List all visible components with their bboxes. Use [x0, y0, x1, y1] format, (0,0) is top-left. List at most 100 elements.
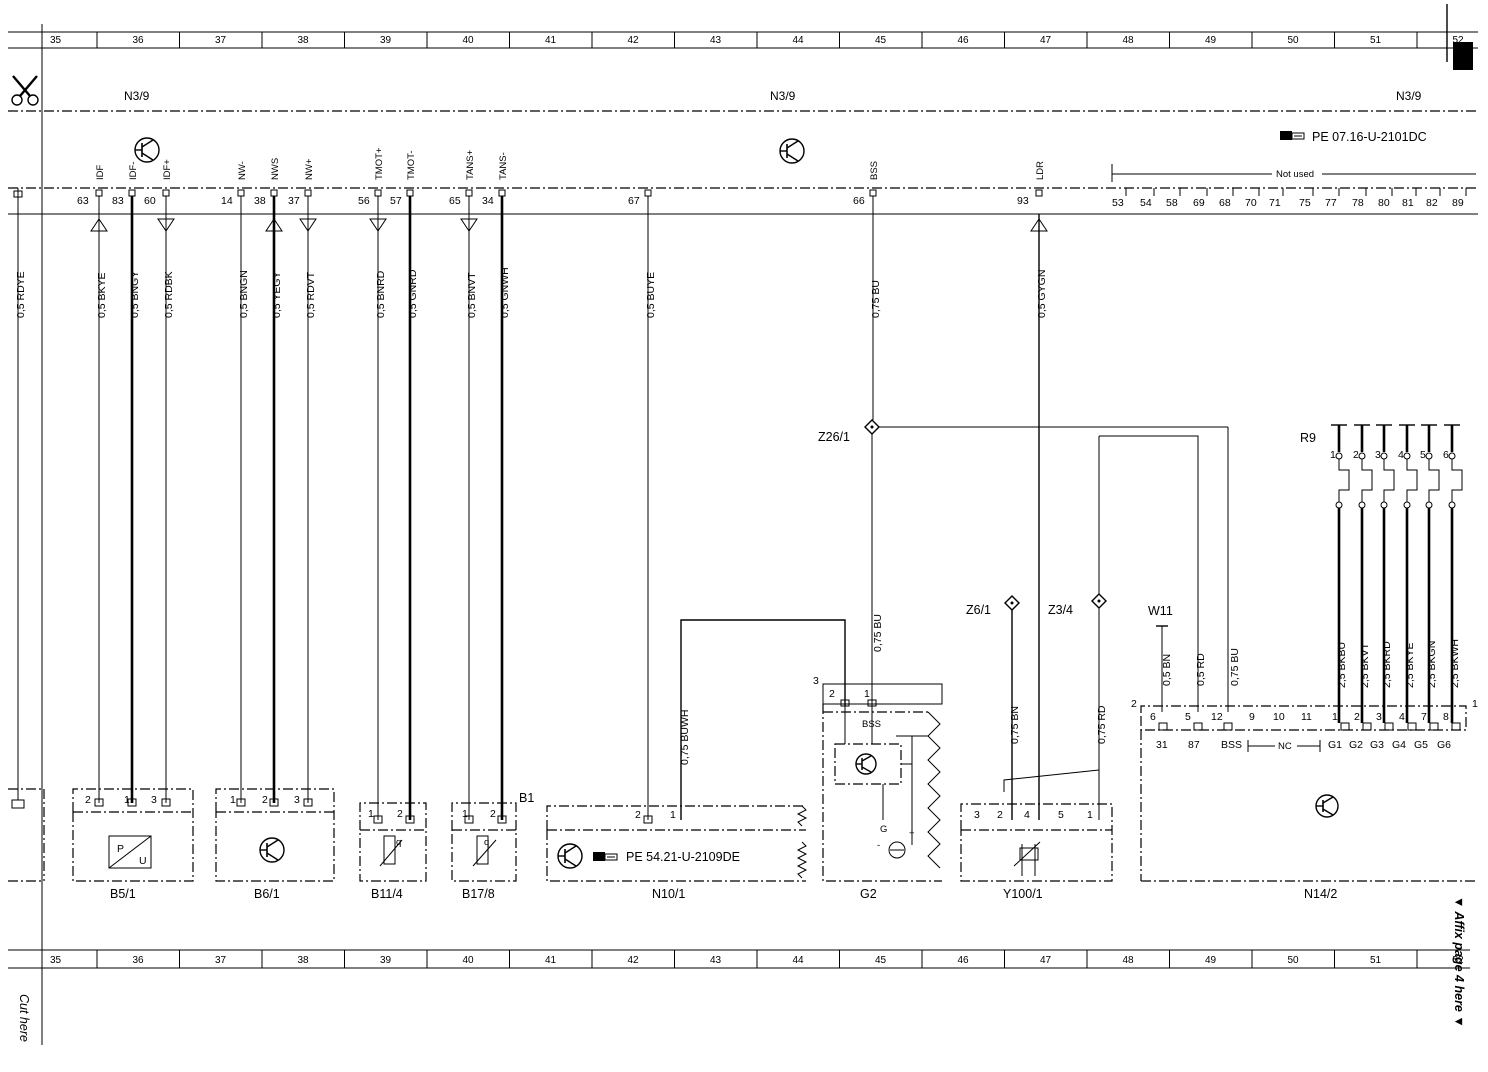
svg-text:NWS: NWS — [270, 158, 281, 180]
n14-pin-label: 12 — [1211, 711, 1223, 723]
svg-text:-: - — [877, 840, 880, 851]
grid-column-label: 43 — [710, 35, 722, 46]
svg-text:2,5 BKVT: 2,5 BKVT — [1359, 642, 1371, 688]
svg-text:0,5 BNRD: 0,5 BNRD — [375, 270, 387, 318]
svg-text:93: 93 — [1017, 195, 1029, 207]
svg-text:0,75 BU: 0,75 BU — [1229, 648, 1241, 686]
svg-text:0,75 BN: 0,75 BN — [1009, 706, 1021, 744]
svg-text:2: 2 — [397, 808, 403, 820]
grid-column-label: 50 — [1288, 955, 1300, 966]
svg-text:NC: NC — [1278, 741, 1292, 752]
grid-column-label: 51 — [1370, 955, 1382, 966]
unused-pin-label: 81 — [1402, 197, 1414, 209]
svg-text:5: 5 — [1420, 449, 1426, 461]
svg-text:1: 1 — [1087, 809, 1093, 821]
svg-text:IDF: IDF — [95, 165, 106, 181]
svg-text:IDF+: IDF+ — [162, 159, 173, 180]
svg-text:Not used: Not used — [1276, 169, 1314, 180]
svg-text:2: 2 — [829, 688, 835, 700]
splice-z3-4: Z3/4 — [1048, 593, 1107, 617]
grid-column-label: 36 — [133, 35, 145, 46]
grid-column-label: 38 — [298, 35, 310, 46]
n14-function-label: G4 — [1392, 739, 1406, 751]
n14-function-label: G2 — [1349, 739, 1363, 751]
svg-text:56: 56 — [358, 195, 370, 207]
connector-pin: TMOT-570,5 GNRD — [390, 150, 419, 824]
n14-pin-label: 4 — [1399, 711, 1405, 723]
grid-column-label: 39 — [380, 35, 392, 46]
grid-column-label: 44 — [793, 35, 805, 46]
n14-function-label: G5 — [1414, 739, 1428, 751]
grid-column-label: 47 — [1040, 35, 1052, 46]
grid-column-label: 51 — [1370, 35, 1382, 46]
component-b11-4: 1 2 q B11/4 — [359, 802, 427, 901]
unused-pin-label: 82 — [1426, 197, 1438, 209]
svg-text:0,5 BN: 0,5 BN — [1161, 654, 1173, 686]
grid-column-label: 37 — [215, 955, 227, 966]
unused-pin-label: 68 — [1219, 197, 1231, 209]
grid-column-label: 46 — [958, 35, 970, 46]
grid-column-label: 45 — [875, 35, 887, 46]
module-label-left: N3/9 — [124, 89, 150, 103]
component-g2: 3 2 1 BSS G - + G2 — [813, 675, 943, 901]
wire-rdye: 0,5 RDYE — [11, 188, 27, 809]
svg-text:37: 37 — [288, 195, 300, 207]
grid-column-label: 52 — [1453, 35, 1465, 46]
scissors-icon — [11, 75, 39, 106]
connector-pin: TANS-340,5 GNWH — [482, 152, 511, 824]
grid-column-label: 40 — [463, 35, 475, 46]
cut-here-note: Cut here — [17, 994, 31, 1042]
grid-column-label: 41 — [545, 955, 557, 966]
svg-text:Z6/1: Z6/1 — [966, 603, 991, 617]
grid-column-label: 38 — [298, 955, 310, 966]
svg-text:66: 66 — [853, 195, 865, 207]
n14-pin-label: 2 — [1354, 711, 1360, 723]
svg-text:1: 1 — [368, 808, 374, 820]
svg-text:G2: G2 — [860, 887, 877, 901]
transistor-icon — [259, 837, 285, 863]
svg-text:N10/1: N10/1 — [652, 887, 685, 901]
svg-text:60: 60 — [144, 195, 156, 207]
n14-function-label: G1 — [1328, 739, 1342, 751]
svg-text:0,5 GYGN: 0,5 GYGN — [1036, 270, 1048, 318]
grid-column-label: 36 — [133, 955, 145, 966]
svg-text:R9: R9 — [1300, 431, 1316, 445]
svg-text:14: 14 — [221, 195, 233, 207]
svg-text:0,5 BNGY: 0,5 BNGY — [129, 271, 141, 318]
svg-text:+: + — [909, 828, 915, 839]
svg-text:1: 1 — [1330, 449, 1336, 461]
svg-text:B11/4: B11/4 — [371, 887, 403, 901]
svg-text:Y100/1: Y100/1 — [1003, 887, 1043, 901]
connector-pin: 670,5 BUYE — [628, 189, 657, 824]
svg-text:1: 1 — [670, 809, 676, 821]
svg-text:34: 34 — [482, 195, 494, 207]
svg-text:3: 3 — [813, 675, 819, 687]
not-used-bracket: Not used — [1111, 164, 1476, 182]
svg-text:PE 54.21-U-2109DE: PE 54.21-U-2109DE — [626, 850, 740, 864]
svg-text:P: P — [117, 843, 124, 855]
component-y100-1: 3 2 4 5 1 Y100/1 — [960, 803, 1113, 901]
grid-column-label: 35 — [50, 955, 62, 966]
svg-text:G: G — [880, 824, 887, 835]
n14-function-label: G3 — [1370, 739, 1384, 751]
grid-column-label: 42 — [628, 35, 640, 46]
svg-text:N14/2: N14/2 — [1304, 887, 1337, 901]
unused-pin-label: 58 — [1166, 197, 1178, 209]
reference-top: PE 07.16-U-2101DC — [1312, 130, 1427, 144]
svg-text:0,5 YEGY: 0,5 YEGY — [271, 271, 283, 318]
n14-function-label: 31 — [1156, 739, 1168, 751]
svg-text:65: 65 — [449, 195, 461, 207]
module-label-right: N3/9 — [1396, 89, 1422, 103]
transistor-icon — [557, 843, 583, 869]
svg-text:B17/8: B17/8 — [462, 887, 495, 901]
svg-text:1: 1 — [1472, 698, 1478, 710]
svg-text:4: 4 — [1398, 449, 1404, 461]
svg-text:0,75 BUWH: 0,75 BUWH — [679, 710, 691, 765]
n14-pin-label: 9 — [1249, 711, 1255, 723]
svg-text:2,5 BKWH: 2,5 BKWH — [1449, 639, 1461, 688]
svg-text:B1: B1 — [519, 791, 534, 805]
connector-pin: IDF+600,5 RDBK — [144, 159, 175, 807]
svg-text:83: 83 — [112, 195, 124, 207]
